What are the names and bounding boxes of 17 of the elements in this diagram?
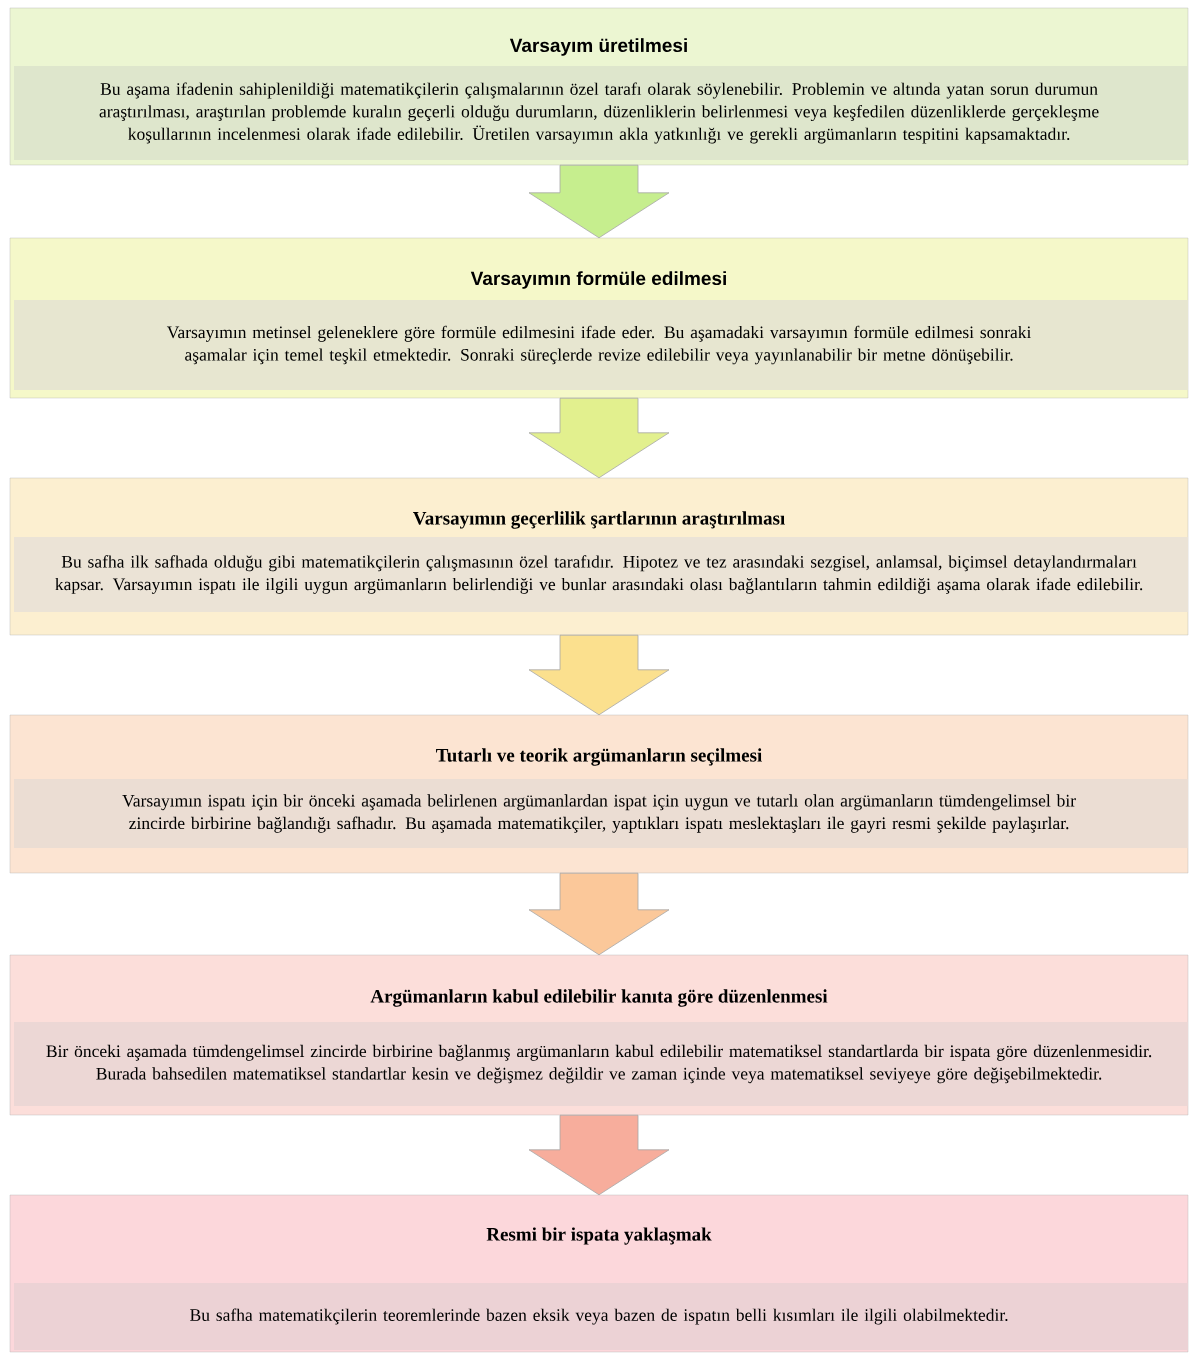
stage-heading: Varsayım üretilmesi [509, 38, 687, 56]
stage-heading: Tutarlı ve teorik argümanların seçilmesi [436, 748, 762, 766]
stage-description: Bu safha matematikçilerin teoremlerinde bazen eksik veya bazen de ispatın belli kısımları ile ilgili olabilmektedir. [190, 1308, 1008, 1325]
stage-description: Varsayımın metinsel geleneklere göre formüle edilmesini ifade eder. Bu aşamadaki varsayımın formüle edilmesi sonraki aşamalar için temel teşkil etmektedir. Sonraki süreçlerde revize edilebilir veya yayınlanabilir bir metne dönüşebilir. [166, 325, 1032, 365]
block-arrow [528, 397, 670, 479]
block-arrow [528, 164, 670, 239]
stage-heading: Varsayımın formüle edilmesi [470, 271, 726, 289]
stage-description: Bu safha ilk safhada olduğu gibi matematikçilerin çalışmasının özel tarafıdır. Hipotez ve tez arasındaki sezgisel, anlamsal, biçimsel detaylandırmaları kapsar. Varsayımın ispatı ile ilgili uygun argümanların belirlendiği ve bunlar arasındaki olası bağlantıların tahmin edildiği aşama olarak ifade edilebilir. [55, 555, 1143, 594]
stage-heading: Varsayımın geçerlilik şartlarının araştırılması [413, 511, 785, 529]
block-arrow [528, 1114, 670, 1196]
stage-description: Bu aşama ifadenin sahiplenildiği matematikçilerin çalışmalarının özel tarafı olarak söylenebilir. Problemin ve altında yatan sorun durumun araştırılması, araştırılan problemde kuralın geçerli olduğu durumların, düzenliklerin belirlenmesi veya keşfedilen düzenliklerde gerçekleşme koşullarının incelenmesi olarak ifade edilebilir. Üretilen varsayımın akla yatkınlığı ve gerekli argümanların tespitini kapsamaktadır. [99, 82, 1099, 144]
stage-description: Varsayımın ispatı için bir önceki aşamada belirlenen argümanlardan ispat için uygun ve tutarlı olan argümanların tümdengelimsel bir zincirde birbirine bağlandığı safhadır. Bu aşamada matematikçiler, yaptıkları ispatı meslektaşları ile gayri resmi şekilde paylaşırlar. [122, 794, 1076, 833]
block-arrow [528, 872, 670, 956]
stage-description: Bir önceki aşamada tümdengelimsel zincirde birbirine bağlanmış argümanların kabul edilebilir matematiksel standartlarda bir ispata göre düzenlenmesidir. Burada bahsedilen matematiksel standartlar kesin ve değişmez değildir ve zaman içinde veya matematiksel seviyeye göre değişebilmektedir. [46, 1044, 1152, 1084]
block-arrow [528, 634, 670, 716]
stage-heading: Resmi bir ispata yaklaşmak [486, 1227, 712, 1245]
stage-heading: Argümanların kabul edilebilir kanıta göre düzenlenmesi [370, 989, 828, 1007]
